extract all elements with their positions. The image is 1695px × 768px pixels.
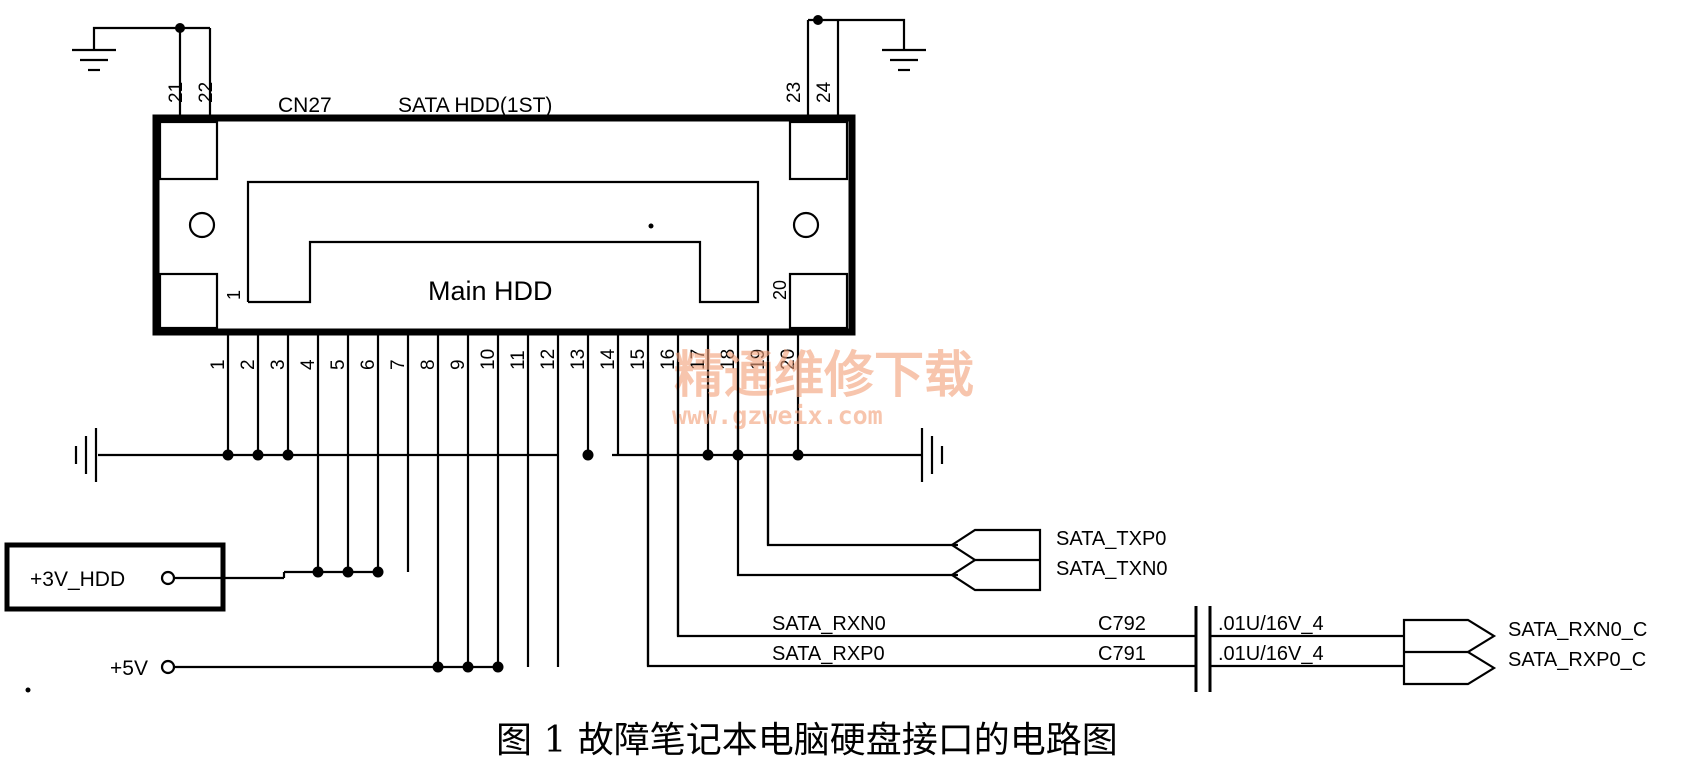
pin-number-12: 12 — [538, 349, 559, 370]
hdd-3v-label: +3V_HDD — [30, 568, 125, 591]
pin-22-label: 22 — [196, 82, 217, 103]
tx-pair — [736, 362, 1042, 592]
junction-dot — [252, 449, 264, 461]
junction-dot — [792, 449, 804, 461]
cap-c792-ref: C792 — [1098, 613, 1146, 635]
pin-number-15: 15 — [628, 349, 649, 370]
cap-c791-value: .01U/16V_4 — [1218, 643, 1324, 665]
pin-number-4: 4 — [298, 359, 319, 370]
junction-dot — [492, 661, 504, 673]
connector-ref: CN27 — [278, 94, 332, 117]
top-right-ground — [806, 15, 926, 118]
mount-hole-left — [188, 211, 216, 239]
tx-signal-p: SATA_TXP0 — [1056, 528, 1166, 550]
top-left-ground — [72, 23, 212, 118]
mount-hole-right — [792, 211, 820, 239]
pin-number-16: 16 — [658, 349, 679, 370]
pin-number-17: 17 — [688, 349, 709, 370]
pin-number-18: 18 — [718, 349, 739, 370]
connector-title: SATA HDD(1ST) — [398, 94, 552, 117]
pin-21-label: 21 — [166, 82, 187, 103]
pin-number-6: 6 — [358, 359, 379, 370]
junction-dot — [813, 15, 823, 25]
hdd-3v-bus — [4, 542, 378, 612]
pin-number-5: 5 — [328, 359, 349, 370]
v5-label: +5V — [110, 657, 148, 680]
pin-23-label: 23 — [784, 82, 805, 103]
inner-pin-20-label: 20 — [770, 280, 790, 300]
junction-dot — [582, 449, 594, 461]
junction-dot — [222, 449, 234, 461]
watermark: 精通维修下载 www.gzweix.com — [672, 346, 974, 430]
pin-number-13: 13 — [568, 349, 589, 370]
junction-dot — [732, 449, 744, 461]
junction-dot — [342, 566, 354, 578]
scan-speck — [25, 687, 31, 693]
pin-24-label: 24 — [814, 81, 835, 103]
pin-number-19: 19 — [748, 349, 769, 370]
pin-number-10: 10 — [478, 349, 499, 370]
rx-net-p: SATA_RXP0 — [772, 643, 885, 665]
connector-body — [152, 114, 856, 336]
figure-caption: 图 1 故障笔记本电脑硬盘接口的电路图 — [496, 720, 1118, 761]
watermark-url: www.gzweix.com — [672, 401, 883, 430]
main-hdd-label: Main HDD — [428, 276, 553, 306]
rx-output-n: SATA_RXN0_C — [1508, 619, 1647, 641]
pin-number-3: 3 — [268, 359, 289, 370]
v5-bus — [160, 659, 498, 675]
tx-signal-n: SATA_TXN0 — [1056, 558, 1168, 580]
junction-dot — [282, 449, 294, 461]
watermark-text: 精通维修下载 — [674, 346, 974, 404]
pin-number-8: 8 — [418, 359, 439, 370]
left-ground-bus — [74, 428, 558, 482]
pin-number-11: 11 — [508, 350, 529, 370]
inner-pin-1-label: 1 — [224, 290, 244, 300]
junction-dot — [432, 661, 444, 673]
junction-dot — [312, 566, 324, 578]
pin-number-9: 9 — [448, 359, 469, 370]
cap-c791-ref: C791 — [1098, 643, 1146, 665]
cap-c792-value: .01U/16V_4 — [1218, 613, 1324, 635]
scan-speck — [648, 223, 654, 229]
rx-net-n: SATA_RXN0 — [772, 613, 886, 635]
rx-nets — [646, 362, 1497, 692]
pin-number-14: 14 — [598, 348, 619, 370]
junction-dot — [175, 23, 185, 33]
junction-dot — [462, 661, 474, 673]
pin-number-7: 7 — [388, 359, 409, 370]
junction-dots — [222, 449, 804, 673]
pin-number-2: 2 — [238, 359, 259, 370]
pin-number-20: 20 — [778, 349, 799, 370]
rx-output-p: SATA_RXP0_C — [1508, 649, 1646, 671]
junction-dot — [702, 449, 714, 461]
right-ground-bus — [612, 428, 944, 482]
pin-number-1: 1 — [208, 359, 229, 370]
junction-dot — [372, 566, 384, 578]
